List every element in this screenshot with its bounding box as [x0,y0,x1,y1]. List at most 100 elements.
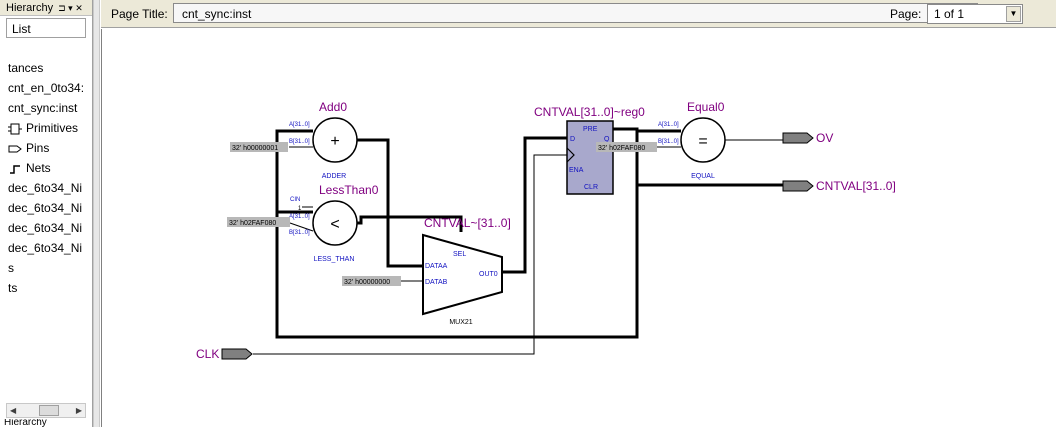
tree-item-label: Primitives [26,121,79,135]
input-pin-clk-shape [221,348,253,360]
output-pin-cntval[interactable]: CNTVAL[31..0] [782,179,896,193]
output-pin-cntval-shape [782,180,814,192]
page-title-field[interactable]: cnt_sync:inst [173,3,978,23]
comparator-type: LESS_THAN [314,256,355,263]
adder-block[interactable]: Add0 + A[31..0] B[31..0] ADDER [289,100,358,180]
adder-symbol-circle [312,117,358,163]
wire-compare-out [357,215,463,232]
tree-item-dec-4[interactable]: dec_6to34_Ni [8,241,83,255]
comparator-port-b: B[31..0] [289,230,310,236]
tree-item-s[interactable]: s [8,261,14,275]
const-adder-label: 32' h00000001 [232,145,278,152]
adder-port-a: A[31..0] [289,122,310,128]
equal-name: Equal0 [687,100,725,114]
chevron-down-icon[interactable]: ▼ [1006,6,1021,22]
hierarchy-panel-title: Hierarchy [6,2,54,14]
const-compare: 32' h02FAF080 [227,217,290,227]
page-select[interactable]: 1 of 1 ▼ [927,4,1023,24]
const-equal-label: 32' h02FAF080 [598,145,645,152]
output-pin-cntval-label: CNTVAL[31..0] [816,179,896,193]
register-block[interactable]: CNTVAL[31..0]~reg0 PRE D Q ENA CLR [534,105,645,195]
register-port-clr: CLR [584,184,598,191]
const-compare-label: 32' h02FAF080 [229,220,276,227]
wire-adder-out [357,138,423,268]
adder-symbol: + [330,133,339,150]
page-select-value: 1 of 1 [934,7,965,21]
schematic-canvas[interactable]: Add0 + A[31..0] B[31..0] ADDER 32' h0000… [101,29,1056,427]
mux-port-dataa: DATAA [425,263,448,270]
adder-name: Add0 [319,100,347,114]
equal-port-a: A[31..0] [658,122,679,128]
const-equal-box [596,142,657,152]
scrollbar-thumb[interactable] [39,405,59,416]
comparator-port-cin: CIN [290,197,300,203]
register-port-ena: ENA [569,167,584,174]
tree-item-dec-2[interactable]: dec_6to34_Ni [8,201,83,215]
comparator-symbol: < [330,216,339,233]
register-port-q: Q [604,136,610,143]
panel-splitter[interactable] [93,0,100,427]
register-box [566,120,614,195]
pins-icon [8,145,22,153]
input-pin-clk-label: CLK [196,347,219,361]
schematic-svg: Add0 + A[31..0] B[31..0] ADDER 32' h0000… [196,100,896,361]
page-title-label: Page Title: [111,7,168,21]
hierarchy-panel: Hierarchy ⊐ ▾ ✕ List tances cnt_en_0to34… [0,0,93,427]
comparator-name: LessThan0 [319,183,379,197]
mux-shape [422,233,503,316]
wire-reg-q [275,127,639,339]
const-adder: 32' h00000001 [230,142,288,152]
mux-port-datab: DATAB [425,279,448,286]
primitives-icon [8,123,22,135]
register-port-pre: PRE [583,126,598,133]
mux-port-out: OUT0 [479,271,498,278]
mux-name: CNTVAL~[31..0] [424,216,511,230]
adder-type: ADDER [322,173,347,180]
tree-item-cnt-sync[interactable]: cnt_sync:inst [8,101,78,115]
wire-const-compare [289,222,314,232]
equal-type: EQUAL [691,173,715,180]
comparator-symbol-circle [312,200,358,246]
clock-triangle [566,147,575,163]
adder-port-b: B[31..0] [289,139,310,145]
tree-item-ts[interactable]: ts [8,281,18,295]
tree-item-dec-1[interactable]: dec_6to34_Ni [8,181,83,195]
const-mux: 32' h00000000 [342,276,401,286]
mux-block[interactable]: CNTVAL~[31..0] SEL DATAA DATAB OUT0 MUX2… [422,216,511,326]
tree-item-primitives[interactable]: Primitives [8,120,78,136]
wires [275,127,783,339]
panel-controls-icon[interactable]: ⊐ ▾ ✕ [58,3,83,13]
tree-item-pins[interactable]: Pins [8,140,49,156]
const-mux-box [342,276,401,286]
equal-block[interactable]: Equal0 = A[31..0] B[31..0] EQUAL [658,100,726,180]
nets-icon [10,165,20,174]
register-name: CNTVAL[31..0]~reg0 [534,105,645,119]
output-pin-ov-label: OV [816,131,833,145]
const-equal: 32' h02FAF080 [596,142,657,152]
page-label: Page: [890,7,922,21]
scroll-left-icon[interactable]: ◀ [10,406,17,415]
scroll-right-icon[interactable]: ▶ [75,406,82,415]
const-adder-box [230,142,288,152]
tree-item-label: Pins [26,141,50,155]
wire-mux-out [502,136,567,274]
tree-item-nets[interactable]: Nets [8,160,51,176]
horizontal-scrollbar[interactable]: ◀ ▶ [6,403,86,418]
toolbar: Page Title: cnt_sync:inst Page: 1 of 1 ▼ [101,0,1056,28]
output-pin-ov-shape [782,132,814,144]
comparator-block[interactable]: LessThan0 < CIN 1 A[31..0] B[31..0] LESS… [289,183,379,263]
equal-symbol-circle [680,117,726,163]
equal-port-b: B[31..0] [658,139,679,145]
const-mux-label: 32' h00000000 [344,279,390,286]
equal-symbol: = [698,133,707,150]
mux-port-sel: SEL [453,251,466,258]
output-pin-ov[interactable]: OV [782,131,833,145]
bottom-tab[interactable]: Hierarchy [4,419,47,427]
input-pin-clk[interactable]: CLK [196,347,253,361]
tree-item-cnt-en[interactable]: cnt_en_0to34: [8,81,85,95]
comparator-cin-value: 1 [298,206,302,212]
tab-list[interactable]: List [6,18,86,38]
tree-item-instances[interactable]: tances [8,61,44,75]
wire-clk [253,154,567,355]
tree-item-dec-3[interactable]: dec_6to34_Ni [8,221,83,235]
